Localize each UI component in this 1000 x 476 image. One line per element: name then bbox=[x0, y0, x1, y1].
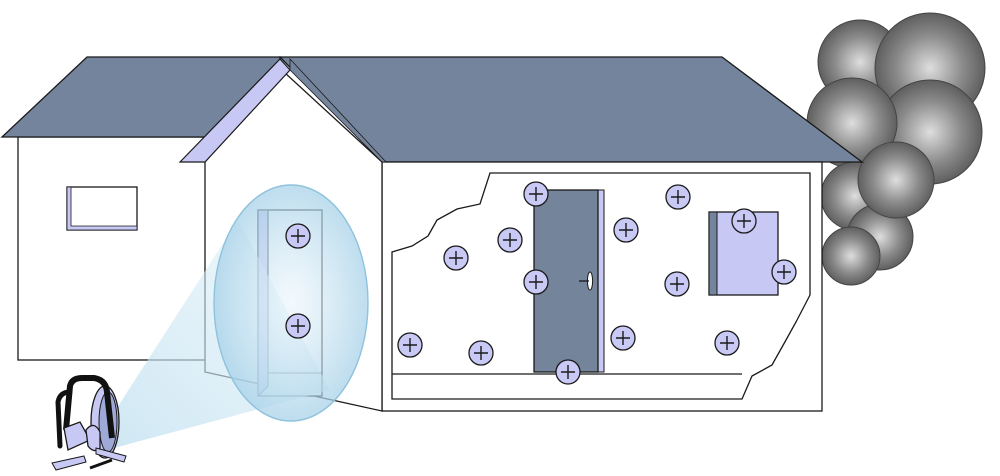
scanner-device-icon bbox=[51, 375, 127, 471]
plus-in-circle-icon bbox=[714, 330, 740, 356]
plus-in-circle-icon bbox=[610, 325, 636, 351]
left-window bbox=[66, 186, 138, 231]
right-house-section bbox=[381, 161, 823, 412]
plus-in-circle-icon bbox=[497, 227, 523, 253]
plus-in-circle-icon bbox=[613, 217, 639, 243]
plus-in-circle-icon bbox=[664, 271, 690, 297]
plus-in-circle-icon bbox=[523, 269, 549, 295]
plus-in-circle-icon bbox=[523, 181, 549, 207]
plus-in-circle-icon bbox=[397, 332, 423, 358]
plus-in-circle-icon bbox=[665, 184, 691, 210]
plus-in-circle-icon bbox=[443, 245, 469, 271]
plus-in-circle-icon bbox=[555, 359, 581, 385]
plus-in-circle-icon bbox=[731, 208, 757, 234]
plus-in-circle-icon bbox=[771, 259, 797, 285]
plus-in-circle-icon bbox=[285, 313, 311, 339]
plus-in-circle-icon bbox=[285, 223, 311, 249]
scan-focus-ellipse bbox=[213, 184, 369, 422]
plus-in-circle-icon bbox=[468, 340, 494, 366]
interior-door bbox=[533, 189, 605, 373]
